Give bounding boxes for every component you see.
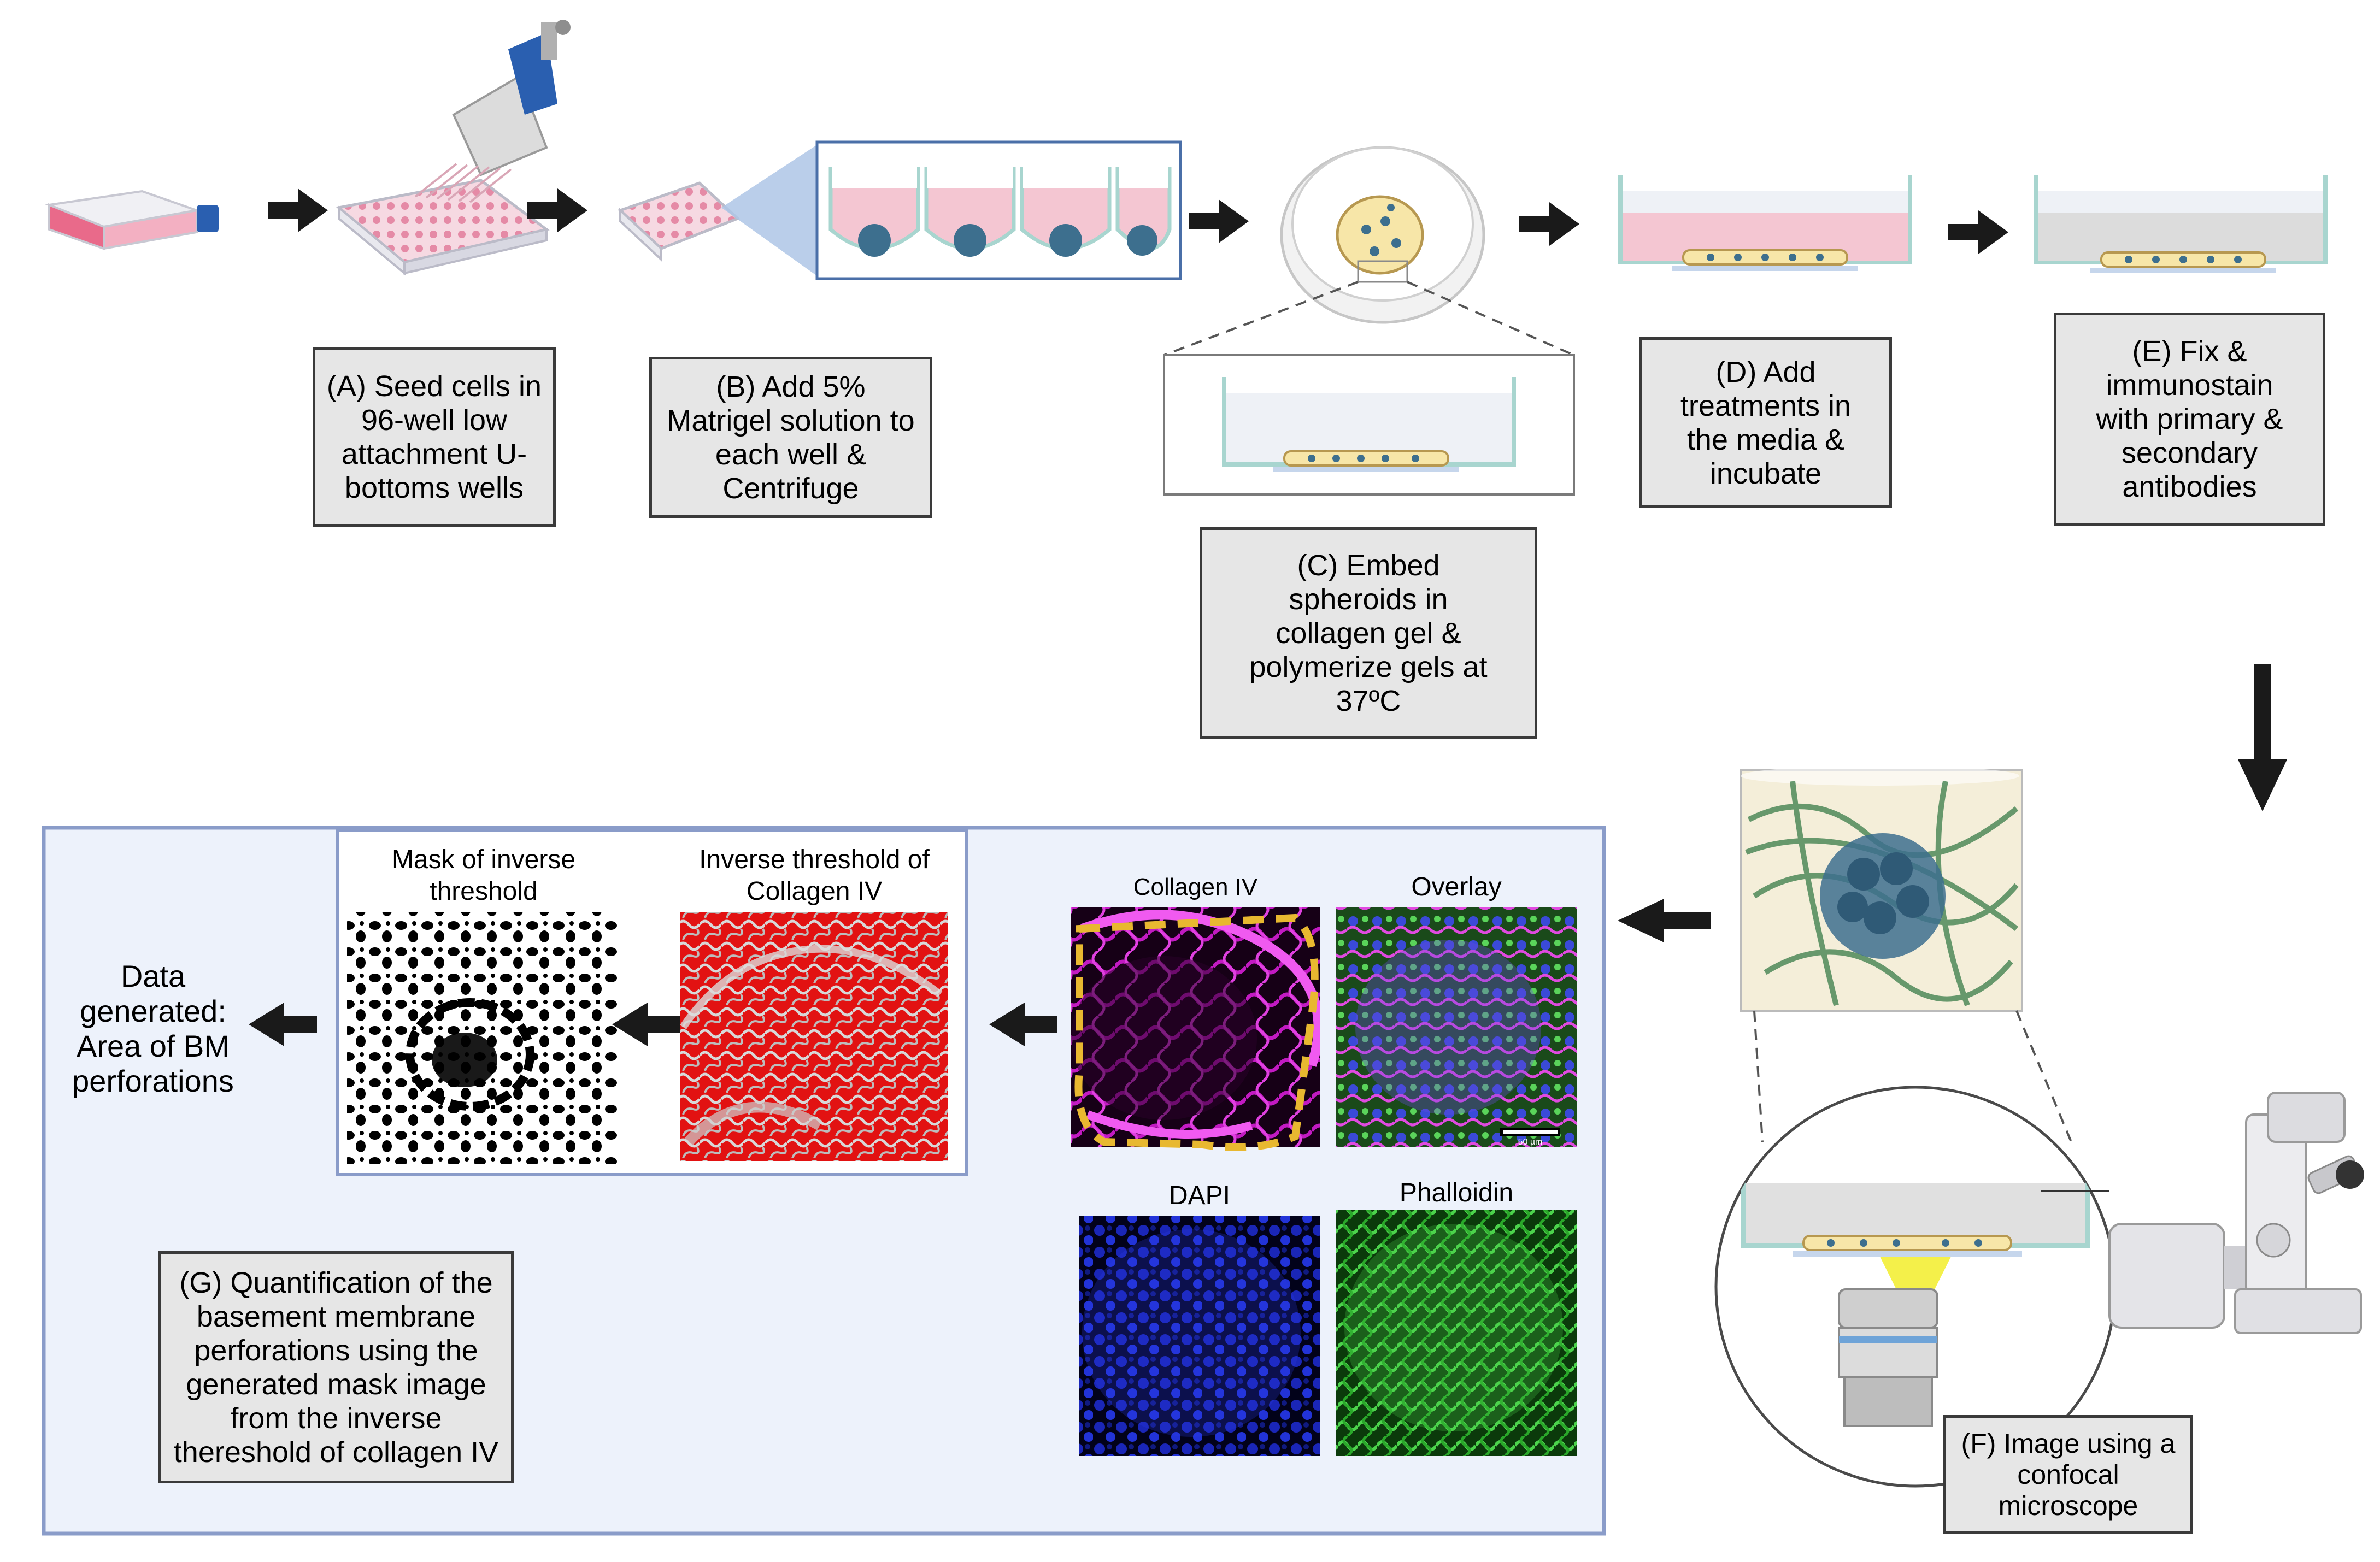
- step-f-label: (F) Image using a confocal microscope: [1961, 1428, 2176, 1521]
- dapi-image: [1079, 1216, 1320, 1456]
- step-a-label: (A) Seed cells in 96-well low attachment…: [326, 370, 542, 504]
- arrow-icon: [249, 1003, 317, 1046]
- step-g-label: (G) Quantification of the basement membr…: [173, 1266, 499, 1469]
- step-d-label: (D) Add treatments in the media & incuba…: [1680, 355, 1852, 490]
- dapi-panel-title: DAPI: [1168, 1181, 1231, 1210]
- arrow-icon: [2238, 664, 2287, 811]
- step-a-box: (A) Seed cells in 96-well low attachment…: [313, 347, 556, 527]
- well-plate-icon: [618, 145, 817, 276]
- step-arrows: [268, 188, 2287, 942]
- step-b-box: (B) Add 5% Matrigel solution to each wel…: [649, 357, 932, 518]
- collagen-panel-title: Collagen IV: [1133, 874, 1258, 900]
- step-b-label: (B) Add 5% Matrigel solution to each wel…: [667, 370, 915, 505]
- flask-icon: [45, 190, 219, 250]
- arrow-icon: [989, 1003, 1057, 1046]
- arrow-icon: [1189, 199, 1249, 243]
- step-e-box: (E) Fix & immunostain with primary & sec…: [2054, 313, 2325, 526]
- arrow-icon: [527, 188, 587, 232]
- multichannel-pipette-icon: [414, 20, 571, 203]
- confocal-microscope-icon: [2108, 1092, 2364, 1334]
- stained-well-icon: [2034, 175, 2328, 273]
- scale-bar-label: 50 µm: [1518, 1137, 1543, 1147]
- gel-well-cross-section: [1163, 354, 1575, 496]
- panel-arrows: [249, 1003, 1057, 1046]
- mask-image: [347, 912, 618, 1164]
- well-plate-icon: [336, 179, 550, 276]
- inverse-threshold-image: [680, 912, 948, 1161]
- overlay-image: 50 µm: [1336, 907, 1577, 1147]
- collagen-gel-cube: [1740, 766, 2072, 1142]
- overlay-panel-title: Overlay: [1411, 873, 1502, 901]
- treatment-well-icon: [1618, 175, 1912, 271]
- u-bottom-wells-inset: [815, 140, 1182, 280]
- step-d-box: (D) Add treatments in the media & incuba…: [1639, 337, 1892, 508]
- arrow-icon: [1618, 899, 1711, 942]
- spheroid-outline: [1074, 913, 1319, 1151]
- collagen-iv-image: [1071, 907, 1320, 1147]
- step-c-label: (C) Embed spheroids in collagen gel & po…: [1249, 549, 1488, 717]
- step-f-box: (F) Image using a confocal microscope: [1943, 1415, 2193, 1534]
- mask-panel-title: Mask of inverse threshold: [391, 845, 576, 906]
- phalloidin-image: [1336, 1210, 1577, 1456]
- step-g-box: (G) Quantification of the basement membr…: [158, 1251, 514, 1483]
- inverse-panel-title: Inverse threshold of Collagen IV: [699, 845, 930, 906]
- petri-dish-icon: [1163, 146, 1574, 356]
- arrow-icon: [612, 1003, 680, 1046]
- phalloidin-panel-title: Phalloidin: [1399, 1178, 1514, 1207]
- microscope-zoom-circle: [1714, 1086, 2117, 1488]
- data-generated-text: Data generated: Area of BM perforations: [72, 959, 234, 1098]
- objective-lens-icon: [1838, 1288, 1938, 1427]
- arrow-icon: [268, 188, 328, 232]
- arrow-icon: [1948, 210, 2008, 254]
- step-e-label: (E) Fix & immunostain with primary & sec…: [2096, 335, 2283, 503]
- arrow-icon: [1519, 202, 1579, 246]
- step-c-box: (C) Embed spheroids in collagen gel & po…: [1200, 527, 1537, 739]
